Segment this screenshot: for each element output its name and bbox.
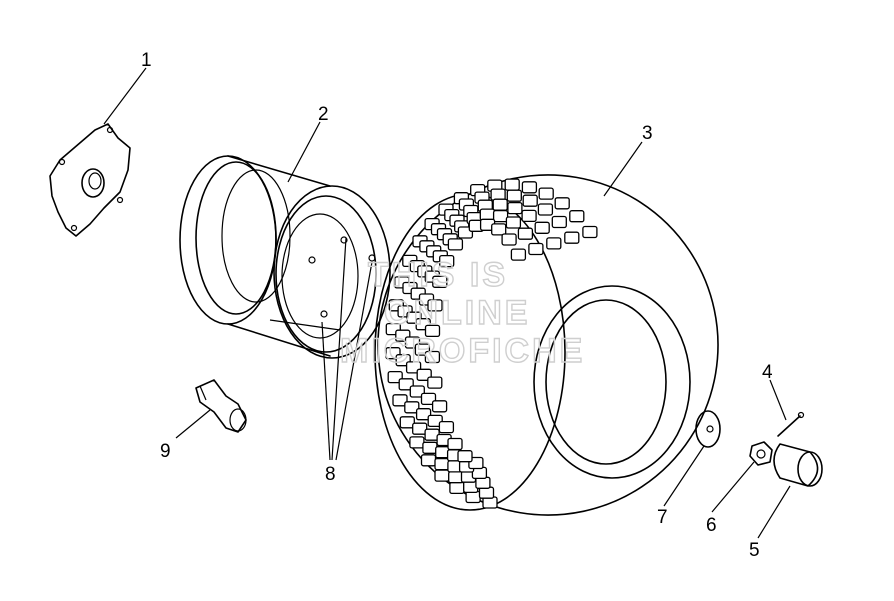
callout-3: 3: [642, 123, 653, 144]
tread-lug: [427, 414, 443, 428]
tread-lug: [491, 223, 507, 236]
tread-lug: [427, 376, 443, 389]
tread-lug: [528, 242, 544, 256]
tread-lug: [538, 187, 554, 200]
tread-lug: [447, 437, 463, 451]
tread-lug: [479, 208, 495, 221]
callout-5: 5: [749, 540, 760, 561]
callout-2: 2: [318, 104, 329, 125]
callout-1: 1: [141, 50, 152, 71]
watermark-line-3: MICROFICHE: [340, 332, 585, 370]
tread-lug: [399, 416, 415, 429]
tread-lug: [506, 189, 522, 202]
callout-7: 7: [657, 507, 668, 528]
leader-8c: [335, 261, 373, 461]
tread-lug: [582, 225, 598, 239]
tread-lug: [505, 216, 522, 229]
tread-lug: [510, 248, 527, 261]
tread-lug: [424, 324, 441, 338]
part-9-valve-stem: [195, 379, 247, 433]
leader-8a: [321, 321, 331, 461]
part-3-tire: [374, 174, 719, 516]
leader-6: [711, 461, 755, 513]
tread-lug: [521, 209, 537, 223]
tread-lug: [434, 457, 450, 471]
tread-lug: [551, 215, 567, 229]
tread-lug: [431, 400, 448, 413]
tread-lug: [507, 201, 523, 215]
tread-lug: [415, 408, 432, 421]
leader-1: [103, 67, 147, 125]
leader-4: [769, 379, 787, 421]
tread-lug: [434, 469, 450, 482]
tread-lug: [404, 401, 420, 414]
tread-lug: [449, 481, 465, 495]
tread-lug: [398, 378, 414, 391]
tread-lug: [447, 238, 464, 251]
callout-4: 4: [762, 362, 773, 383]
tread-lug: [424, 350, 441, 364]
tread-lug: [490, 188, 506, 201]
leader-lines: [103, 67, 791, 539]
tread-lug: [492, 198, 508, 211]
tread-lug: [534, 221, 550, 234]
tread-lug: [522, 194, 538, 207]
tread-lug: [409, 385, 425, 398]
leader-9: [175, 409, 211, 439]
tread-lug: [569, 210, 585, 223]
part-2-wheel-rim: [179, 155, 391, 359]
tread-lug: [465, 490, 481, 504]
part-6-nut: [749, 441, 773, 466]
tread-lug: [504, 178, 520, 191]
tire-tread-lugs: [385, 178, 598, 509]
part-4-cotter-pin: [777, 411, 805, 437]
tread-lug: [439, 254, 455, 268]
tread-lug: [392, 394, 408, 407]
tread-lug: [457, 450, 473, 463]
callout-labels: 1 2 3 4 5 6 7 8 9: [141, 50, 773, 561]
callout-8: 8: [325, 464, 336, 485]
tread-lug: [501, 233, 517, 246]
tread-lug: [546, 237, 562, 250]
watermark-line-2: ONLINE: [384, 294, 530, 332]
part-7-washer: [695, 410, 721, 448]
tread-lug: [537, 203, 554, 216]
tread-lug: [420, 454, 437, 467]
tread-lug: [420, 392, 437, 406]
callout-6: 6: [706, 515, 717, 536]
leader-3: [603, 141, 643, 197]
leader-8b: [331, 237, 347, 461]
tread-lug: [409, 436, 425, 449]
tread-lug: [438, 420, 455, 434]
tread-lug: [427, 299, 443, 312]
tread-lug: [432, 275, 448, 288]
watermark: THIS IS ONLINE MICROFICHE: [339, 255, 585, 370]
watermark-line-1: THIS IS: [368, 256, 508, 294]
tread-lug: [554, 197, 570, 210]
leader-5: [757, 485, 791, 539]
leader-2: [287, 121, 321, 183]
tread-lug: [521, 181, 538, 194]
callout-9: 9: [160, 441, 171, 462]
leader-7: [663, 445, 705, 507]
tread-lug: [448, 471, 464, 484]
tread-lug: [564, 231, 580, 244]
part-1-hub-flange: [49, 123, 131, 237]
part-5-hub-cap: [773, 443, 823, 487]
tread-lug: [492, 209, 509, 223]
tread-lug: [517, 227, 534, 240]
tread-lug: [422, 441, 438, 454]
